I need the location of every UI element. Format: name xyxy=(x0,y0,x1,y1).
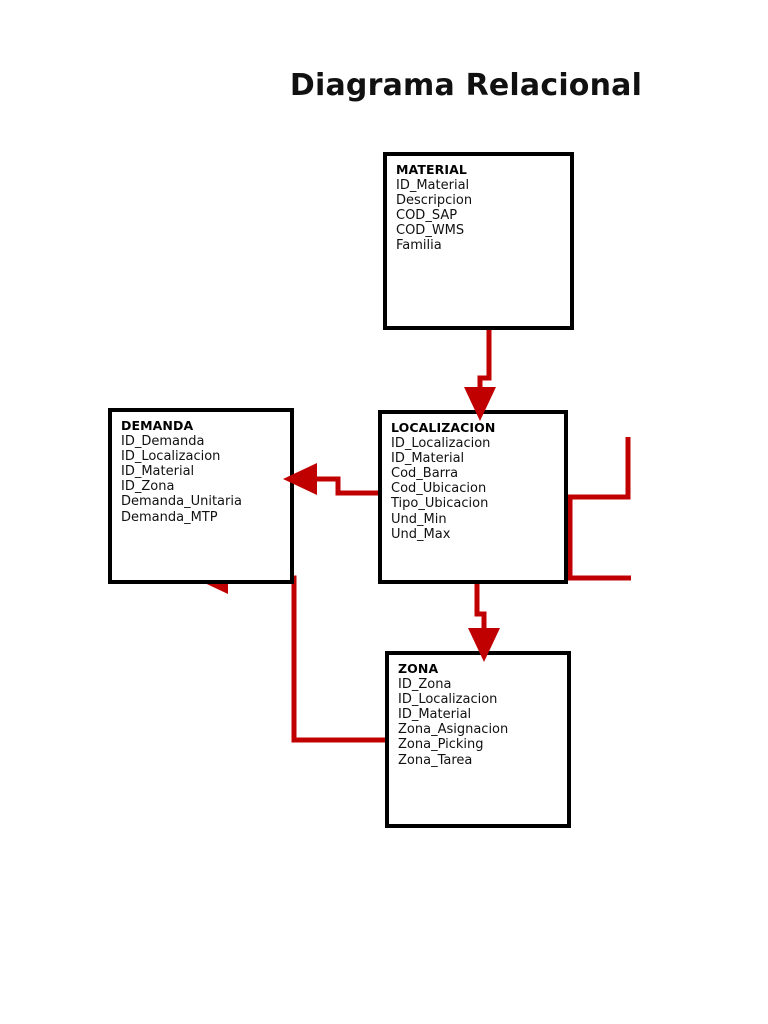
field-item: Zona_Asignacion xyxy=(398,722,509,738)
entity-zona-fields: ID_Zona ID_Localizacion ID_Material Zona… xyxy=(398,677,567,768)
field-item: Tipo_Ubicacion xyxy=(391,496,489,512)
field-item: Demanda_MTP xyxy=(121,509,218,525)
field-item: ID_Demanda xyxy=(121,433,205,449)
entity-demanda-fields: ID_Demanda ID_Localizacion ID_Material I… xyxy=(121,434,290,525)
field-item: Zona_Tarea xyxy=(398,752,473,768)
field-item: Descripcion xyxy=(396,192,473,208)
field-item: Zona_Picking xyxy=(398,737,484,753)
entity-zona[interactable]: ZONA ID_Zona ID_Localizacion ID_Material… xyxy=(385,651,571,828)
field-item: ID_Material xyxy=(398,706,472,722)
entity-localizacion-title: LOCALIZACION xyxy=(391,420,496,435)
page-title: Diagrama Relacional xyxy=(289,68,643,103)
field-item: ID_Localizacion xyxy=(121,448,221,464)
entity-material-title: MATERIAL xyxy=(396,162,467,177)
entity-demanda[interactable]: DEMANDA ID_Demanda ID_Localizacion ID_Ma… xyxy=(108,408,294,584)
relation-zona-to-demanda xyxy=(194,562,385,743)
field-item: ID_Localizacion xyxy=(391,435,491,451)
entity-demanda-title: DEMANDA xyxy=(121,418,194,433)
field-item: COD_SAP xyxy=(396,207,458,223)
field-item: ID_Zona xyxy=(121,479,175,495)
field-item: ID_Localizacion xyxy=(398,691,498,707)
entity-localizacion-fields: ID_Localizacion ID_Material Cod_Barra Co… xyxy=(391,436,564,542)
field-item: Und_Min xyxy=(391,511,447,527)
field-item: Demanda_Unitaria xyxy=(121,494,242,510)
field-item: ID_Material xyxy=(121,463,195,479)
entity-material[interactable]: MATERIAL ID_Material Descripcion COD_SAP… xyxy=(383,152,574,330)
entity-material-fields: ID_Material Descripcion COD_SAP COD_WMS … xyxy=(396,178,570,254)
field-item: Und_Max xyxy=(391,526,451,542)
entity-zona-title: ZONA xyxy=(398,661,439,676)
field-item: ID_Material xyxy=(396,177,470,193)
entity-localizacion[interactable]: LOCALIZACION ID_Localizacion ID_Material… xyxy=(378,410,568,584)
field-item: COD_WMS xyxy=(396,223,465,239)
field-item: ID_Zona xyxy=(398,676,452,692)
field-item: Familia xyxy=(396,238,442,254)
field-item: ID_Material xyxy=(391,450,465,466)
field-item: Cod_Ubicacion xyxy=(391,481,487,497)
relation-localizacion-self-right xyxy=(567,437,631,581)
field-item: Cod_Barra xyxy=(391,465,459,481)
